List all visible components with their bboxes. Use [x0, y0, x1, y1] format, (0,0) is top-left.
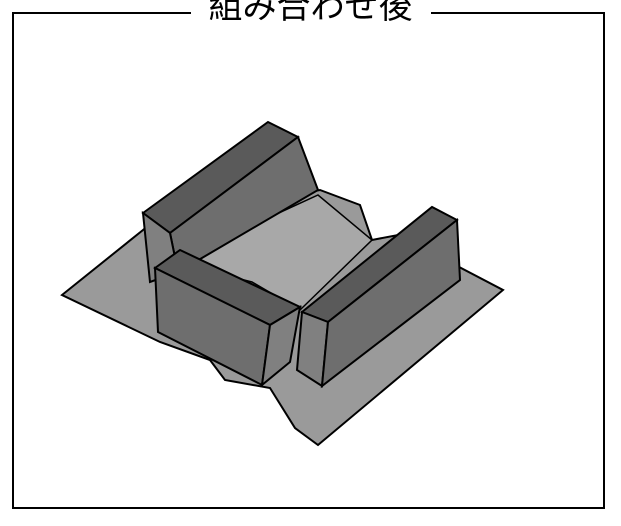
figure-title-wrap: 組み合わせ後: [0, 0, 621, 27]
right-block: [295, 205, 462, 389]
figure-title: 組み合わせ後: [190, 0, 431, 27]
front-left-block: [153, 248, 303, 388]
